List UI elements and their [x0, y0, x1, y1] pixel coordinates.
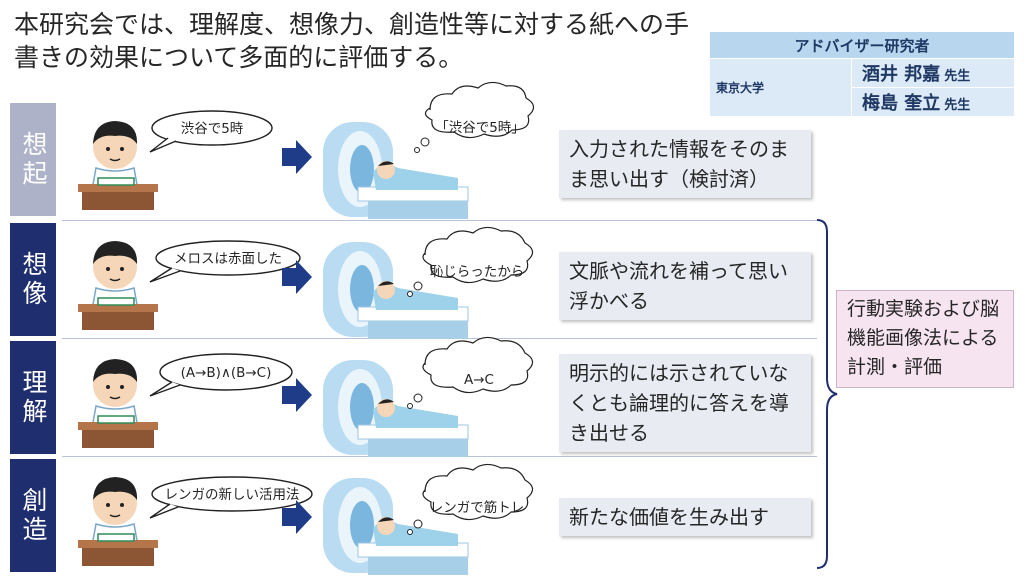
thought-bubble: レンガで筋トレ: [407, 463, 534, 535]
evaluation-box: 行動実験および脳機能画像法による計測・評価: [836, 290, 1014, 388]
speech-bubble: メロスは赤面した: [149, 240, 301, 283]
student-illustration: [77, 358, 159, 449]
illustrations: 渋谷で5時 「渋谷で5時」 メロスは赤面した 恥じらったから (A→B)∧(B→…: [77, 81, 535, 576]
description-creation: 新たな価値を生み出す: [559, 498, 811, 536]
svg-text:(A→B)∧(B→C): (A→B)∧(B→C): [181, 365, 272, 381]
row-label-creation: 創造: [10, 459, 56, 572]
brace-bracket: [816, 219, 838, 569]
description-recall: 入力された情報をそのまま思い出す（検討済）: [559, 130, 811, 198]
arrow-icon: [282, 378, 312, 412]
row-divider: [62, 220, 817, 221]
mri-illustration: [322, 121, 469, 220]
advisor-organization: 東京大学: [709, 58, 852, 117]
arrow-icon: [282, 260, 312, 294]
advisor-name-2: 梅島 奎立先生: [851, 87, 1015, 117]
row-label-recall: 想起: [10, 103, 56, 216]
advisor-table: アドバイザー研究者 東京大学 酒井 邦嘉先生 梅島 奎立先生: [709, 31, 1015, 117]
svg-text:メロスは赤面した: メロスは赤面した: [174, 251, 282, 267]
page-title: 本研究会では、理解度、想像力、創造性等に対する紙への手書きの効果について多面的に…: [14, 10, 690, 72]
advisor-header: アドバイザー研究者: [709, 31, 1015, 59]
svg-text:レンガの新しい活用法: レンガの新しい活用法: [165, 487, 300, 503]
advisor-name-1: 酒井 邦嘉先生: [851, 58, 1015, 88]
thought-bubble: A→C: [407, 336, 534, 409]
student-illustration: [77, 476, 159, 567]
student-illustration: [77, 120, 159, 211]
thought-bubble: 「渋谷で5時」: [414, 81, 535, 153]
speech-bubble: レンガの新しい活用法: [149, 476, 313, 519]
svg-text:「渋谷で5時」: 「渋谷で5時」: [435, 120, 525, 136]
arrow-icon: [282, 140, 312, 174]
svg-text:レンガで筋トレ: レンガで筋トレ: [430, 499, 525, 516]
student-illustration: [77, 240, 159, 331]
row-label-imagination: 想像: [10, 223, 56, 336]
svg-text:A→C: A→C: [464, 372, 494, 388]
arrow-icon: [282, 500, 312, 534]
description-imagination: 文脈や流れを補って思い浮かべる: [559, 252, 811, 320]
speech-bubble: (A→B)∧(B→C): [149, 353, 293, 397]
description-understanding: 明示的には示されていなくとも論理的に答えを導き出せる: [559, 354, 811, 452]
thought-bubble: 恥じらったから: [407, 226, 534, 297]
svg-text:渋谷で5時: 渋谷で5時: [181, 121, 244, 137]
row-label-understanding: 理解: [10, 341, 56, 454]
svg-text:恥じらったから: 恥じらったから: [430, 264, 525, 280]
speech-bubble: 渋谷で5時: [149, 110, 273, 153]
